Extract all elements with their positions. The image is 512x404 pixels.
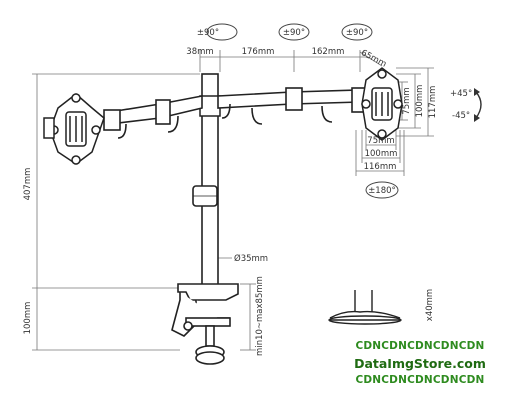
dim-label: 75mm (367, 136, 394, 146)
dim-label: 407mm (23, 168, 33, 201)
dim-label: 75mm (402, 87, 412, 114)
watermark-strip: CDNCDNCDNCDNCDN (355, 374, 485, 386)
dim-label: 100mm (415, 85, 425, 118)
dim-label: Ø35mm (234, 253, 268, 264)
dim-label: 65mm (359, 48, 388, 70)
dim-label: 117mm (428, 86, 438, 119)
rotation-badges (206, 23, 399, 199)
dim-label: 176mm (242, 47, 275, 57)
rotation-label: ±90° (283, 28, 305, 38)
watermark-site: DataImgStore.com (354, 356, 486, 371)
tilt-up-label: +45° (450, 89, 472, 99)
rotate-badge-icon (341, 23, 373, 41)
dim-label: min10~max85mm (255, 276, 265, 356)
pole (192, 73, 221, 287)
tilt-down-label: -45° (452, 111, 470, 121)
dim-label: 38mm (186, 47, 213, 57)
arms (103, 87, 367, 139)
vesa-plate-left (43, 93, 105, 165)
tilt-arrow-icon (475, 91, 482, 119)
dim-label: 100mm (23, 302, 33, 335)
dimension-lines (32, 50, 434, 351)
dim-label: x40mm (425, 289, 435, 321)
watermark-strip: CDNCDNCDNCDNCDN (355, 340, 485, 352)
rotate-badge-icon (365, 181, 399, 199)
dim-label: 100mm (365, 149, 398, 159)
rotation-label: ±90° (197, 28, 219, 38)
grommet-base (328, 290, 402, 325)
dim-label: 162mm (312, 47, 345, 57)
rotation-label: ±180° (368, 186, 396, 196)
dim-label: 116mm (364, 162, 397, 172)
desk-clamp (171, 283, 239, 365)
rotate-badge-icon (278, 23, 310, 41)
vesa-plate-right (361, 67, 403, 141)
rotation-label: ±90° (346, 28, 368, 38)
rotate-badge-icon (206, 23, 238, 41)
